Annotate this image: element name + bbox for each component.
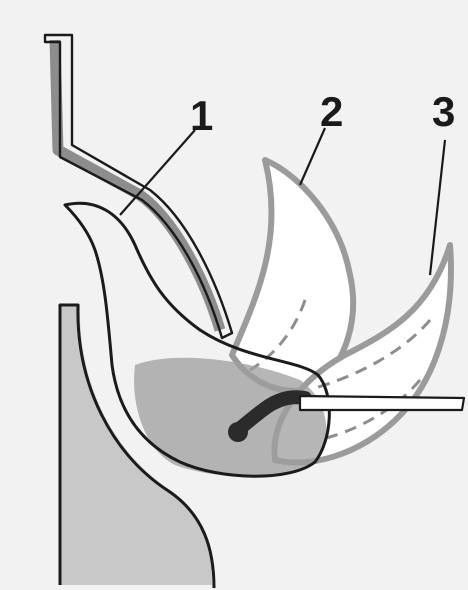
tool-probe-icon [300,396,464,410]
label-2: 2 [320,88,343,135]
dark-tissue-end [228,422,248,442]
label-1: 1 [190,92,213,139]
label-3: 3 [432,88,455,135]
